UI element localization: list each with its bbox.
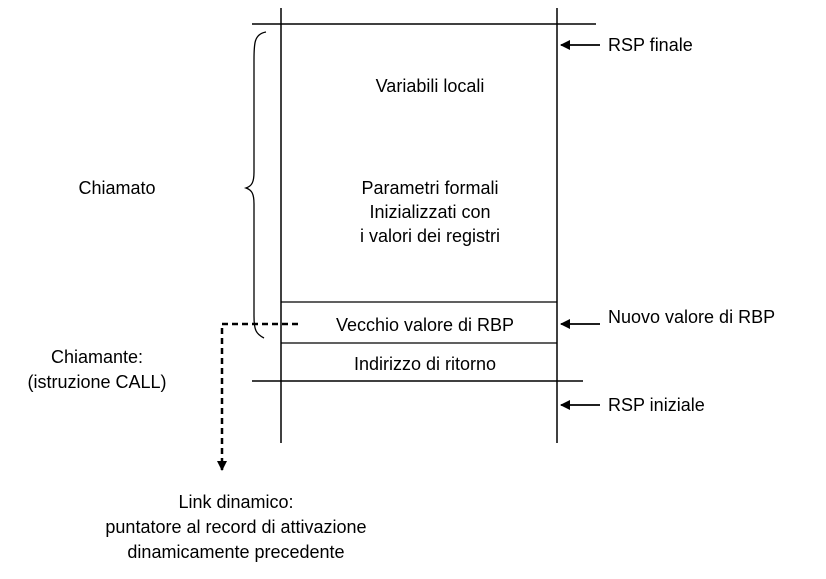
rsp-final-label: RSP finale: [608, 35, 693, 55]
dynamic-link-dashed-arrow: [217, 322, 298, 471]
dynamic-link-label-line-1: Link dinamico:: [178, 492, 293, 512]
formal-params-line-2: Inizializzati con: [369, 202, 490, 222]
formal-params-line-1: Parametri formali: [361, 178, 498, 198]
caller-label-line-1: Chiamante:: [51, 347, 143, 367]
caller-label-line-2: (istruzione CALL): [27, 372, 166, 392]
local-variables-label: Variabili locali: [376, 76, 485, 96]
new-rbp-label: Nuovo valore di RBP: [608, 307, 775, 327]
dynamic-link-label-line-2: puntatore al record di attivazione: [105, 517, 366, 537]
dynamic-link-label-line-3: dinamicamente precedente: [127, 542, 344, 562]
formal-params-line-3: i valori dei registri: [360, 226, 500, 246]
callee-brace: [243, 31, 267, 339]
rsp-initial-label: RSP iniziale: [608, 395, 705, 415]
old-rbp-label: Vecchio valore di RBP: [336, 315, 514, 335]
callee-label: Chiamato: [78, 178, 155, 198]
return-address-label: Indirizzo di ritorno: [354, 354, 496, 374]
